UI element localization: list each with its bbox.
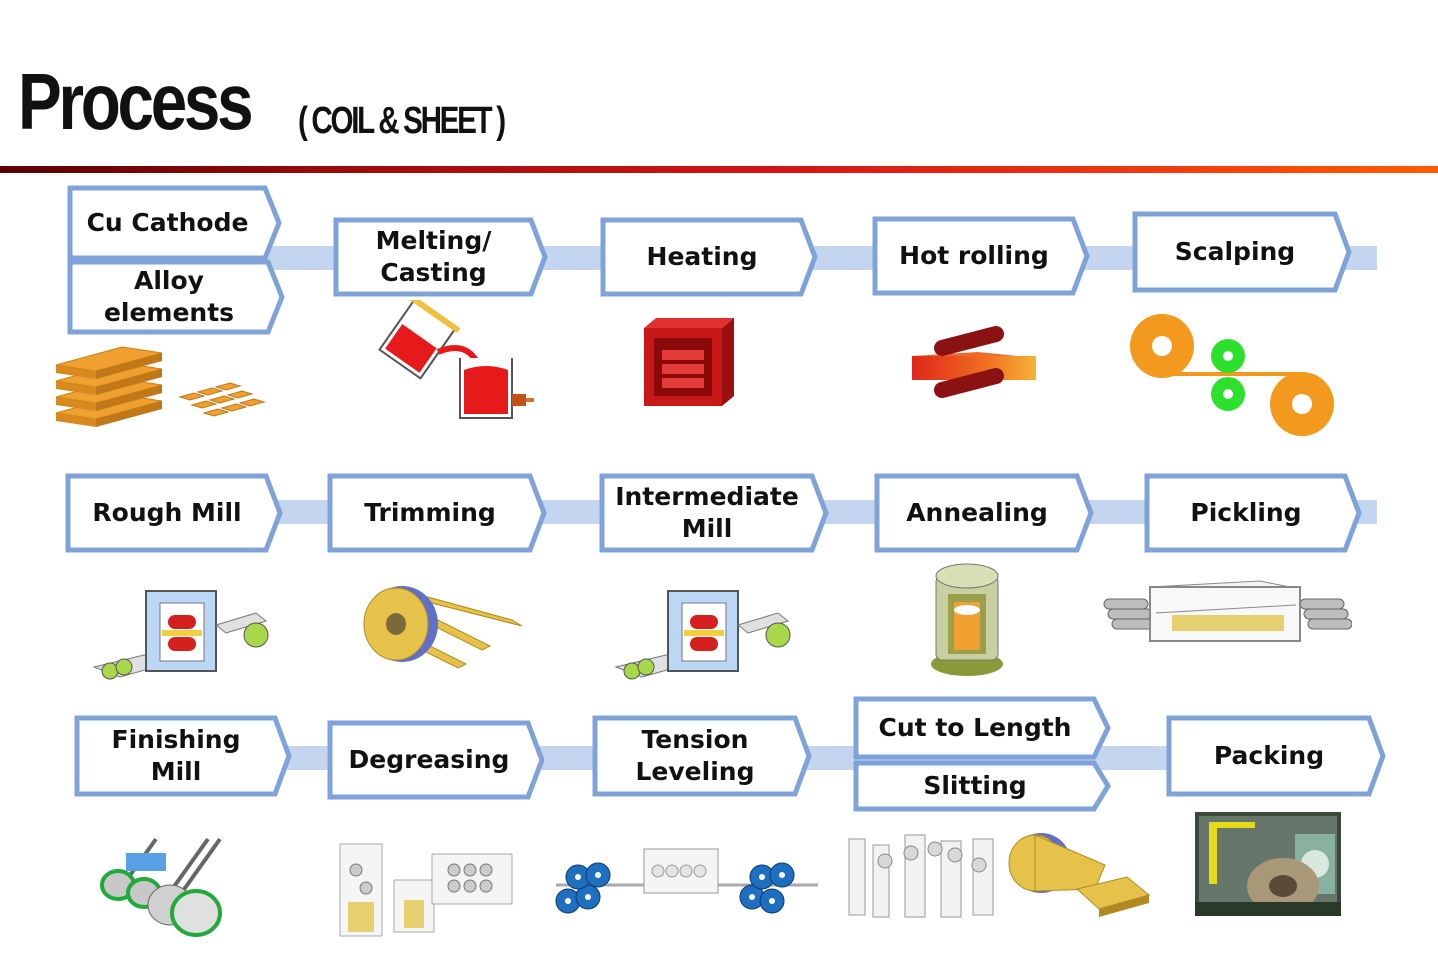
step-melting-casting-box	[333, 217, 548, 297]
step-tension-leveling: Tension Leveling	[635, 725, 755, 786]
step-melting-casting: Melting/ Casting	[375, 226, 492, 287]
page-subtitle: ( COIL & SHEET )	[298, 100, 506, 142]
step-scalping: Scalping	[1174, 237, 1296, 266]
step-trimming: Trimming	[364, 498, 496, 527]
furnace-icon	[644, 318, 734, 406]
step-annealing: Annealing	[906, 498, 1048, 527]
scalping-icon	[1130, 314, 1334, 436]
step-slitting-box	[853, 760, 1111, 812]
step-finishing-mill-box	[74, 715, 292, 797]
step-degreasing: Degreasing	[348, 745, 510, 774]
cut-to-length-icon	[848, 833, 1151, 918]
step-rough-mill: Rough Mill	[92, 498, 242, 527]
step-tension-leveling-box	[592, 715, 812, 797]
step-rough-mill-box	[65, 473, 283, 553]
step-hot-rolling-box	[872, 216, 1090, 296]
step-heating-box	[600, 217, 818, 297]
step-pickling: Pickling	[1190, 498, 1302, 527]
step-hot-rolling: Hot rolling	[899, 241, 1049, 270]
step-packing-box	[1166, 715, 1386, 797]
step-finishing-mill: Finishing Mill	[111, 725, 241, 786]
step-alloy-elements: Alloy elements	[103, 266, 235, 327]
step-slitting: Slitting	[923, 771, 1027, 800]
pickling-tank-icon	[1103, 580, 1352, 642]
step-cut-to-length: Cut to Length	[878, 713, 1072, 742]
step-cu-cathode-box	[67, 185, 282, 261]
step-annealing-box	[874, 473, 1094, 553]
copper-plates-icon	[55, 346, 266, 427]
rolling-mill-icon	[614, 590, 791, 680]
trimming-coil-icon	[363, 586, 523, 669]
step-trimming-box	[327, 473, 547, 553]
step-intermediate-mill: Intermediate Mill	[615, 482, 799, 543]
step-cu-cathode: Cu Cathode	[86, 208, 249, 237]
finishing-mill-icon	[100, 837, 222, 937]
degreasing-icon	[339, 843, 513, 937]
packing-photo-icon	[1195, 812, 1341, 916]
step-cut-to-length-box	[853, 696, 1111, 760]
title-divider	[0, 166, 1438, 173]
annealing-furnace-icon	[931, 563, 1003, 676]
step-intermediate-mill-box	[599, 473, 829, 553]
step-pickling-box	[1144, 473, 1362, 553]
tension-leveler-icon	[555, 848, 818, 914]
step-scalping-box	[1132, 211, 1352, 293]
melting-ladle-icon	[378, 300, 534, 419]
rolling-mill-icon	[92, 590, 269, 680]
step-packing: Packing	[1213, 741, 1325, 770]
hot-rolling-icon	[912, 326, 1036, 398]
step-heating: Heating	[646, 242, 758, 271]
step-degreasing-box	[327, 720, 545, 800]
step-alloy-elements-box	[67, 259, 285, 335]
page-title: Process	[18, 57, 254, 146]
